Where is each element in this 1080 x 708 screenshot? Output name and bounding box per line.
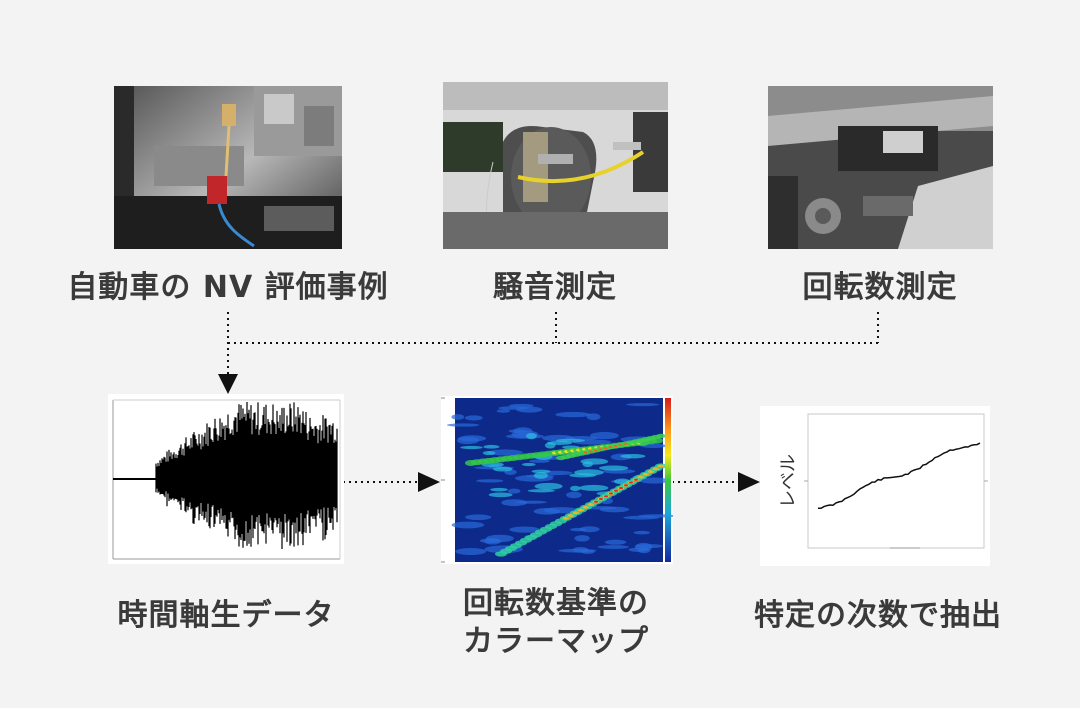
order-level-line (818, 442, 981, 510)
noise-measurement-label: 騒音測定 (493, 270, 617, 305)
plot-ylabel: レベル (778, 454, 799, 508)
headrest-microphone-photo (443, 82, 668, 249)
nv-evaluation-example-label: 自動車の NV 評価事例 (67, 270, 389, 305)
engine-sensor-photo (114, 86, 342, 249)
color-scale-bar (665, 398, 671, 562)
order-extraction-panel: レベル (760, 406, 990, 566)
time-waveform-panel (108, 394, 344, 564)
colormap-panel (441, 396, 673, 564)
colormap-label-line2: カラーマップ (463, 624, 649, 659)
colormap-label-line1: 回転数基準の (463, 586, 649, 621)
order-extraction-label: 特定の次数で抽出 (754, 598, 1002, 633)
rotation-sensor-photo (768, 86, 993, 249)
rpm-measurement-label: 回転数測定 (802, 270, 958, 305)
arrow-right-icon (418, 472, 440, 492)
arrow-down-icon (218, 374, 238, 394)
time-raw-data-label: 時間軸生データ (117, 598, 335, 633)
arrow-right-icon (738, 472, 760, 492)
